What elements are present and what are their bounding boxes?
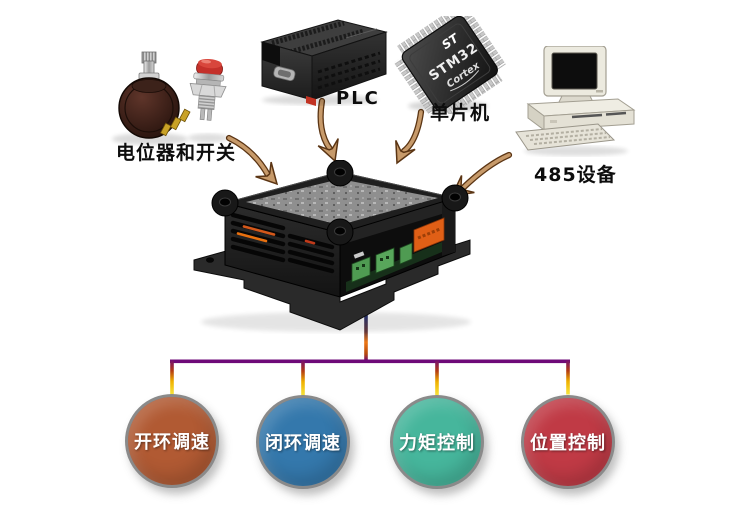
mode-circle-closed-loop-speed: 闭环调速 [256,395,350,489]
branch-tree [170,314,570,396]
label-485-device: 485设备 [534,164,617,186]
vent-slots [230,212,335,274]
plc-din-clip [306,96,316,106]
arrow-mcu-to-controller [386,108,425,169]
orange-connector [413,217,445,253]
tree-stub-1 [170,359,174,395]
internal-orange-parts [236,225,316,245]
pcb-edge [346,242,442,292]
pot-shadow [112,133,188,145]
plc-image [260,19,388,106]
controller-image [193,160,471,332]
corner-posts [211,160,469,246]
mode-circle-torque-control: 力矩控制 [390,395,484,489]
potentiometer-switch-image [112,51,228,145]
top-texture-panel [246,179,438,225]
potentiometer [118,51,191,139]
mcu-chip-image: ST STM32 Cortex [393,16,506,114]
plc-terminal-row [271,20,345,46]
label-mcu: 单片机 [430,102,491,124]
crt-screen [551,52,598,90]
floppy-drive-slot [571,113,603,119]
mode-circle-position-control: 位置控制 [521,395,615,489]
button-shadow [188,133,228,143]
arrow-potentiometer-to-controller [225,134,286,192]
plc-vents [317,51,381,90]
plc-left-module [262,42,280,66]
crt-monitor [543,46,607,105]
arrow-485-to-controller [444,151,513,206]
tree-stub-3 [435,359,439,396]
arrows [225,97,513,206]
qfp-package: ST STM32 Cortex [393,16,506,114]
plc-right-face [311,31,387,101]
mode-label: 闭环调速 [265,433,341,454]
keyboard [515,123,616,151]
mode-label: 位置控制 [530,433,606,454]
tree-stem [364,314,368,361]
mode-label: 开环调速 [134,432,210,453]
plc-db9-connector [273,66,296,82]
computer-image [515,46,636,156]
tree-stub-2 [301,359,305,396]
tree-stub-4 [566,359,570,395]
terminal-blocks [351,242,413,283]
label-plc: PLC [336,88,380,109]
label-potentiometer-switch: 电位器和开关 [116,142,237,164]
mode-circle-open-loop-speed: 开环调速 [125,394,219,488]
floppy-drive-slot-2 [605,111,627,116]
mode-label: 力矩控制 [399,433,475,454]
desktop-case [526,98,636,131]
arrow-plc-to-controller [317,97,346,166]
tree-trunk [170,359,570,364]
push-button-switch [189,58,227,121]
